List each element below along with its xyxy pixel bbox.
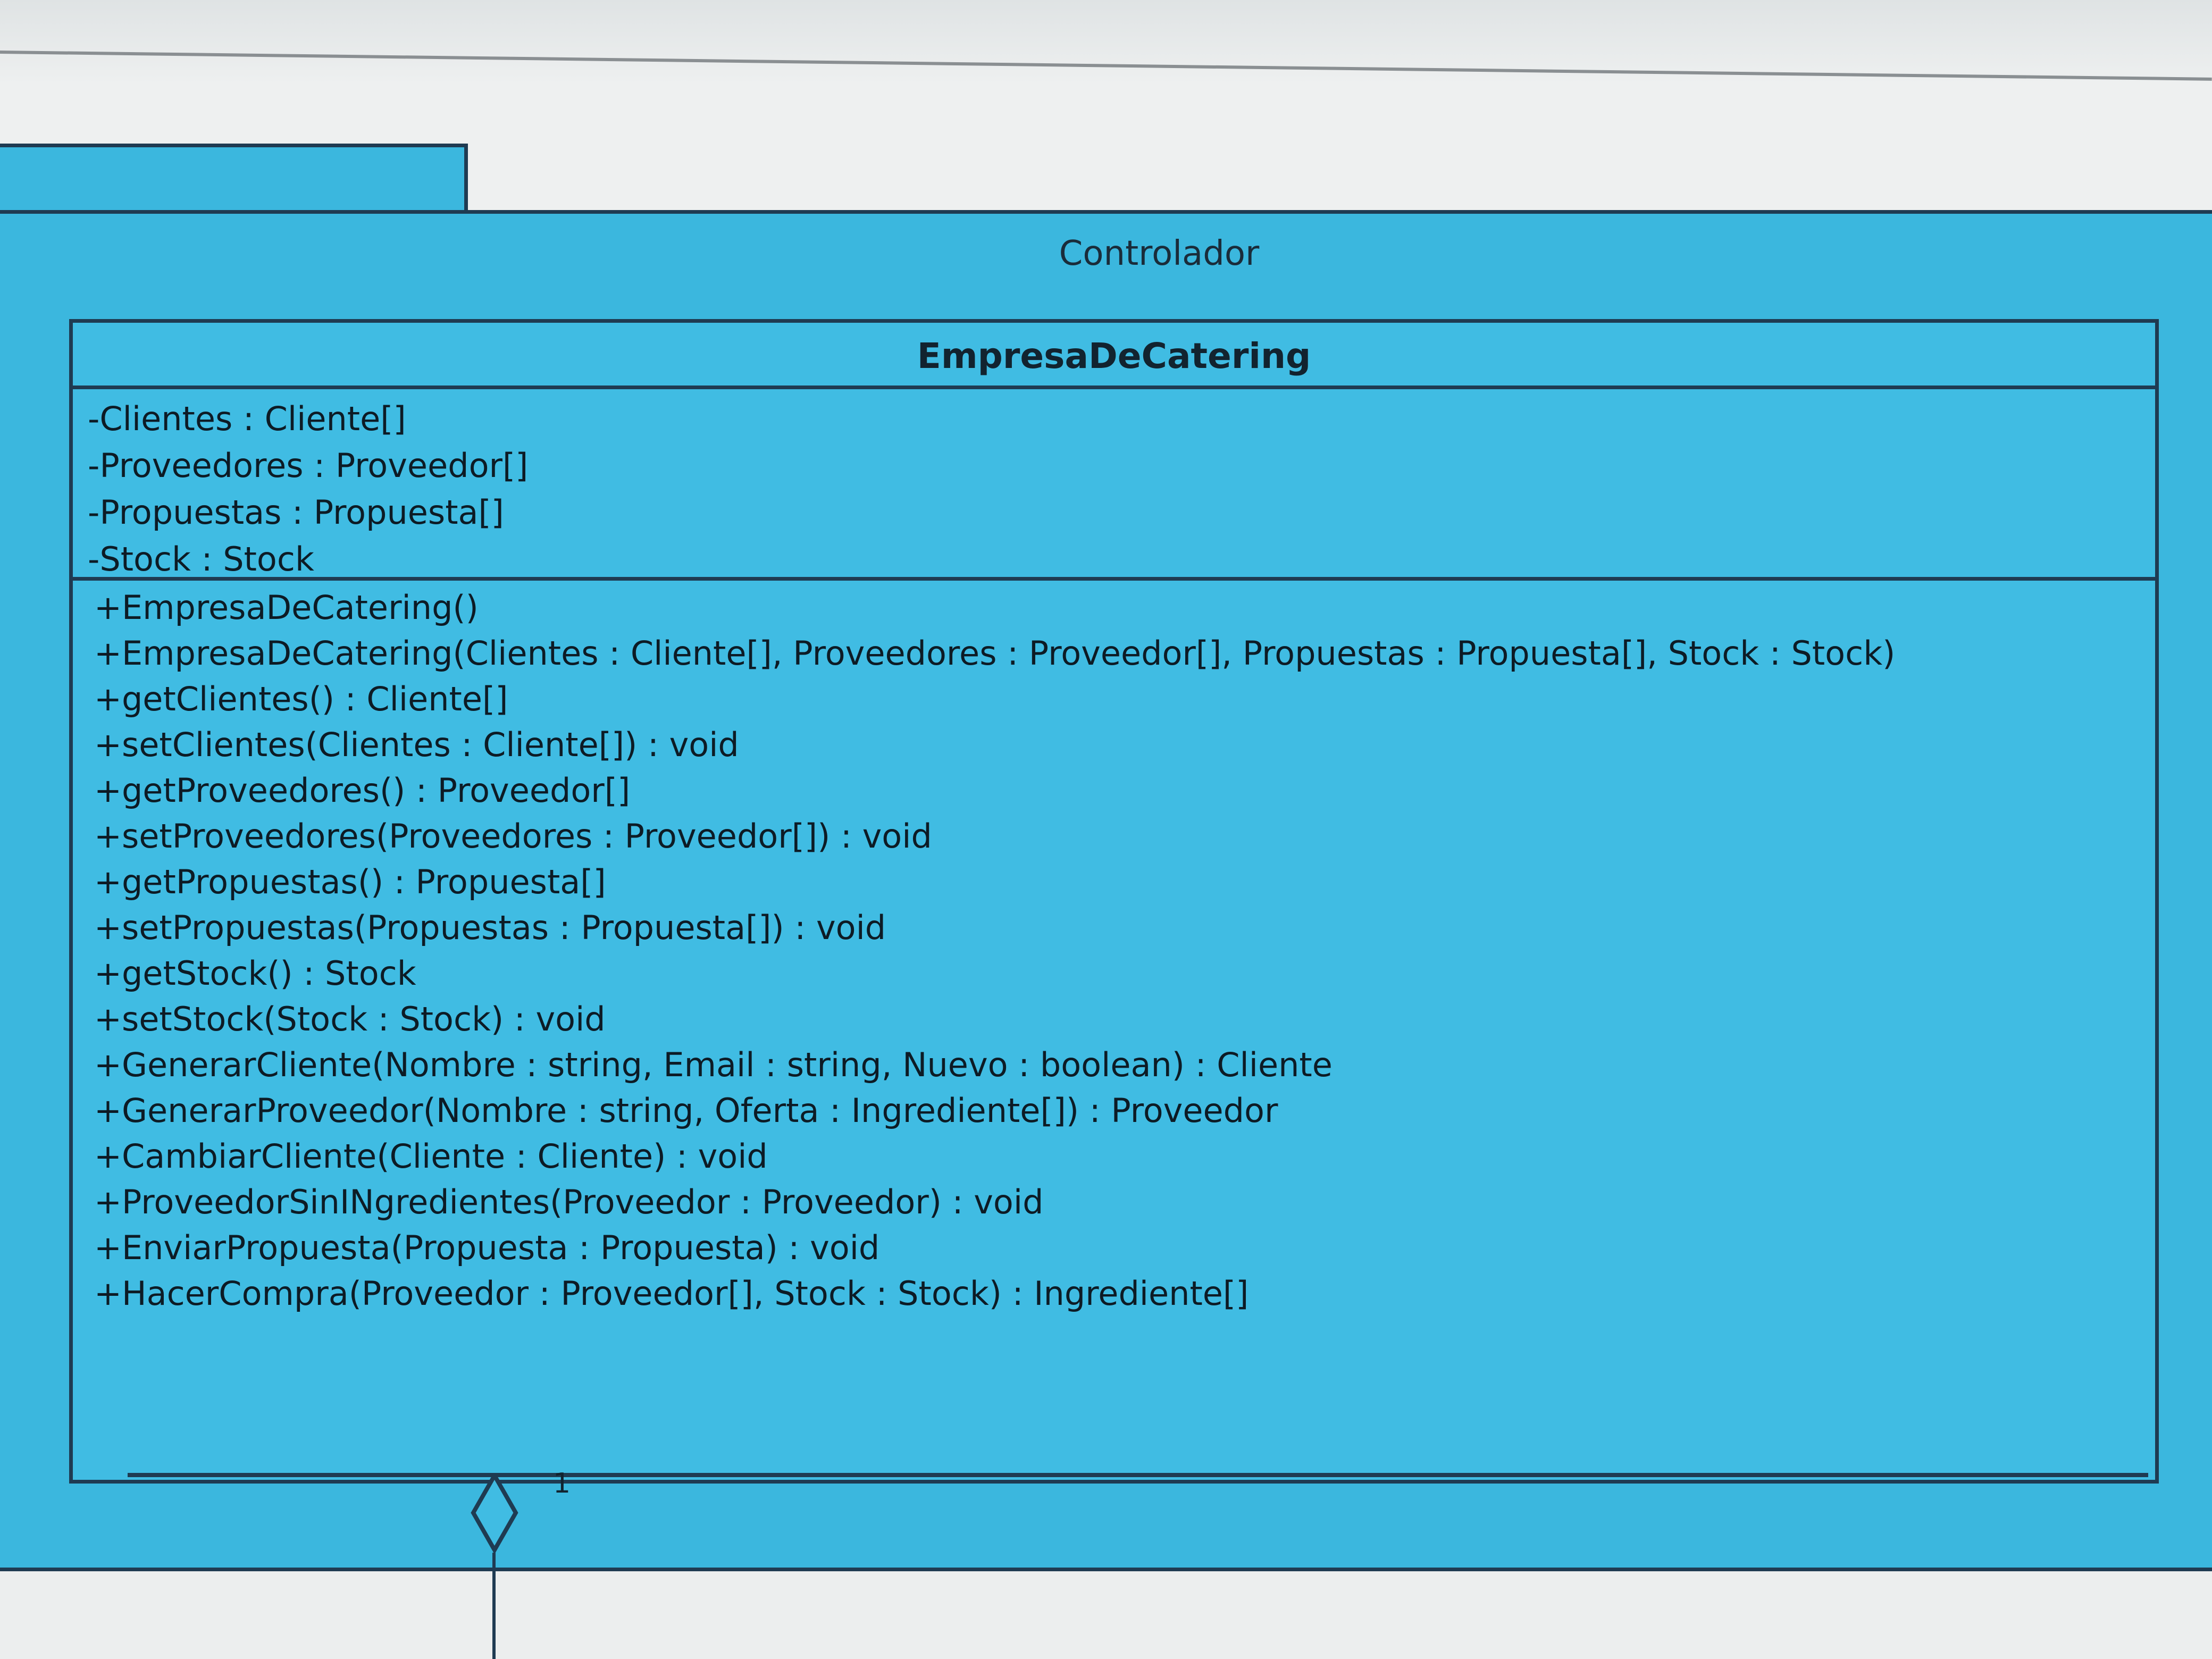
operation-item[interactable]: +EmpresaDeCatering(Clientes : Cliente[],… bbox=[94, 634, 1896, 673]
class-name: EmpresaDeCatering bbox=[73, 323, 2155, 389]
aggregation-diamond-icon[interactable] bbox=[468, 1473, 521, 1553]
association-line[interactable] bbox=[492, 1553, 496, 1659]
attribute-item[interactable]: -Propuestas : Propuesta[] bbox=[88, 493, 504, 532]
operation-item[interactable]: +setStock(Stock : Stock) : void bbox=[94, 1000, 606, 1038]
attributes-compartment: -Clientes : Cliente[] -Proveedores : Pro… bbox=[73, 389, 2155, 581]
operation-item[interactable]: +getProveedores() : Proveedor[] bbox=[94, 771, 631, 810]
operation-item[interactable]: +setProveedores(Proveedores : Proveedor[… bbox=[94, 817, 932, 856]
operation-item[interactable]: +getPropuestas() : Propuesta[] bbox=[94, 862, 606, 901]
operation-item[interactable]: +HacerCompra(Proveedor : Proveedor[], St… bbox=[94, 1274, 1249, 1313]
operation-item[interactable]: +ProveedorSinINgredientes(Proveedor : Pr… bbox=[94, 1183, 1044, 1221]
operation-item[interactable]: +getClientes() : Cliente[] bbox=[94, 680, 508, 718]
operation-item[interactable]: +EmpresaDeCatering() bbox=[94, 588, 479, 627]
attribute-item[interactable]: -Stock : Stock bbox=[88, 540, 314, 579]
package-title: Controlador bbox=[1059, 234, 1260, 273]
operations-compartment: +EmpresaDeCatering() +EmpresaDeCatering(… bbox=[73, 581, 2155, 1487]
window-divider bbox=[0, 51, 2212, 81]
operation-item[interactable]: +EnviarPropuesta(Propuesta : Propuesta) … bbox=[94, 1228, 880, 1267]
operation-item[interactable]: +setPropuestas(Propuestas : Propuesta[])… bbox=[94, 908, 886, 947]
operation-item[interactable]: +GenerarProveedor(Nombre : string, Ofert… bbox=[94, 1091, 1278, 1130]
operation-item[interactable]: +setClientes(Clientes : Cliente[]) : voi… bbox=[94, 725, 739, 764]
package-tab[interactable] bbox=[0, 144, 468, 218]
attribute-item[interactable]: -Proveedores : Proveedor[] bbox=[88, 446, 529, 485]
attribute-item[interactable]: -Clientes : Cliente[] bbox=[88, 399, 406, 438]
operation-item[interactable]: +CambiarCliente(Cliente : Cliente) : voi… bbox=[94, 1137, 768, 1176]
operation-item[interactable]: +GenerarCliente(Nombre : string, Email :… bbox=[94, 1045, 1333, 1084]
operation-item[interactable]: +getStock() : Stock bbox=[94, 954, 416, 993]
outer-class-frame-bottom bbox=[128, 1473, 2148, 1477]
class-empresa-de-catering[interactable]: EmpresaDeCatering -Clientes : Cliente[] … bbox=[69, 319, 2159, 1484]
multiplicity-label: 1 bbox=[553, 1468, 571, 1499]
